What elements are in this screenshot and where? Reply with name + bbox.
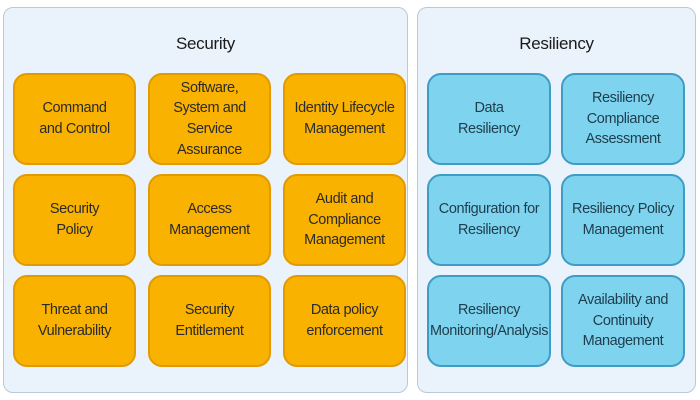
security-title: Security: [175, 34, 235, 53]
security-grid: Command and Control Software, System and…: [13, 73, 406, 367]
card-threat-and-vulnerability: Threat and Vulnerability: [13, 275, 136, 367]
card-security-policy: Security Policy: [13, 174, 136, 266]
card-data-resiliency: Data Resiliency: [427, 73, 551, 165]
security-panel: Security Command and Control Software, S…: [3, 7, 408, 393]
resiliency-panel: Resiliency Data Resiliency Resiliency Co…: [417, 7, 696, 393]
card-resiliency-policy-management: Resiliency Policy Management: [561, 174, 685, 266]
card-configuration-for-resiliency: Configuration for Resiliency: [427, 174, 551, 266]
card-access-management: Access Management: [148, 174, 271, 266]
card-command-and-control: Command and Control: [13, 73, 136, 165]
resiliency-grid: Data Resiliency Resiliency Compliance As…: [427, 73, 685, 367]
card-availability-continuity-management: Availability and Continuity Management: [561, 275, 685, 367]
card-data-policy-enforcement: Data policy enforcement: [283, 275, 406, 367]
card-resiliency-monitoring-analysis: Resiliency Monitoring/Analysis: [427, 275, 551, 367]
card-software-system-service-assurance: Software, System and Service Assurance: [148, 73, 271, 165]
card-identity-lifecycle-management: Identity Lifecycle Management: [283, 73, 406, 165]
card-security-entitlement: Security Entitlement: [148, 275, 271, 367]
card-resiliency-compliance-assessment: Resiliency Compliance Assessment: [561, 73, 685, 165]
resiliency-title: Resiliency: [519, 34, 594, 53]
card-audit-compliance-management: Audit and Compliance Management: [283, 174, 406, 266]
